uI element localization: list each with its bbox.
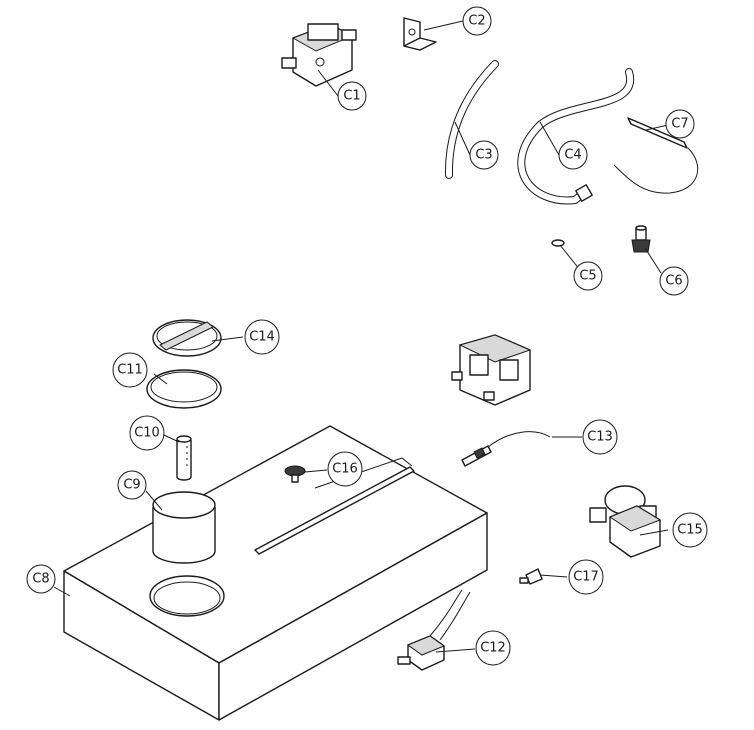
hose-c3 xyxy=(444,60,499,179)
svg-text:C12: C12 xyxy=(480,641,506,656)
filter-tube xyxy=(176,435,192,481)
washer xyxy=(551,239,565,247)
callout-c1: C1 xyxy=(337,81,367,111)
svg-text:C2: C2 xyxy=(468,14,485,29)
svg-text:C3: C3 xyxy=(475,148,492,163)
callout-c5: C5 xyxy=(573,261,603,291)
callout-c15: C15 xyxy=(672,512,708,548)
callout-c10: C10 xyxy=(129,415,165,451)
small-connector xyxy=(519,568,543,585)
hose-c4 xyxy=(517,68,635,205)
callout-c7: C7 xyxy=(665,109,695,139)
svg-text:C11: C11 xyxy=(117,363,143,378)
callout-c11: C11 xyxy=(112,352,148,388)
float-switch xyxy=(397,589,471,671)
cylinder-insert xyxy=(152,491,216,564)
bracket xyxy=(403,17,437,51)
svg-text:C16: C16 xyxy=(332,462,358,477)
leader-lines xyxy=(53,20,669,653)
svg-text:C9: C9 xyxy=(123,478,140,493)
callout-c4: C4 xyxy=(558,140,588,170)
callout-c3: C3 xyxy=(469,140,499,170)
callout-c8: C8 xyxy=(26,564,56,594)
valve-block xyxy=(589,485,662,558)
slotted-cap xyxy=(152,319,222,357)
fitting xyxy=(631,225,651,253)
ring-seal xyxy=(146,369,222,409)
callout-c17: C17 xyxy=(568,559,604,595)
callout-c9: C9 xyxy=(117,470,147,500)
solenoid-valve-assembly xyxy=(451,334,532,406)
callout-c2: C2 xyxy=(462,6,492,36)
knob xyxy=(284,465,306,483)
svg-text:C4: C4 xyxy=(564,148,581,163)
callout-c16: C16 xyxy=(327,451,363,487)
tank-body xyxy=(63,425,488,721)
svg-text:C8: C8 xyxy=(32,572,49,587)
svg-text:C6: C6 xyxy=(665,274,682,289)
sensor-probe xyxy=(613,117,699,194)
svg-text:C17: C17 xyxy=(573,570,599,585)
callout-c12: C12 xyxy=(475,630,511,666)
svg-text:C1: C1 xyxy=(343,89,360,104)
callout-c6: C6 xyxy=(659,266,689,296)
svg-text:C14: C14 xyxy=(249,330,275,345)
temperature-probe xyxy=(461,431,551,467)
pump xyxy=(281,23,357,87)
svg-text:C5: C5 xyxy=(579,269,596,284)
svg-text:C7: C7 xyxy=(671,117,688,132)
callout-c13: C13 xyxy=(582,419,618,455)
callout-c14: C14 xyxy=(244,319,280,355)
svg-text:C10: C10 xyxy=(134,426,160,441)
svg-text:C15: C15 xyxy=(677,523,703,538)
svg-text:C13: C13 xyxy=(587,430,613,445)
